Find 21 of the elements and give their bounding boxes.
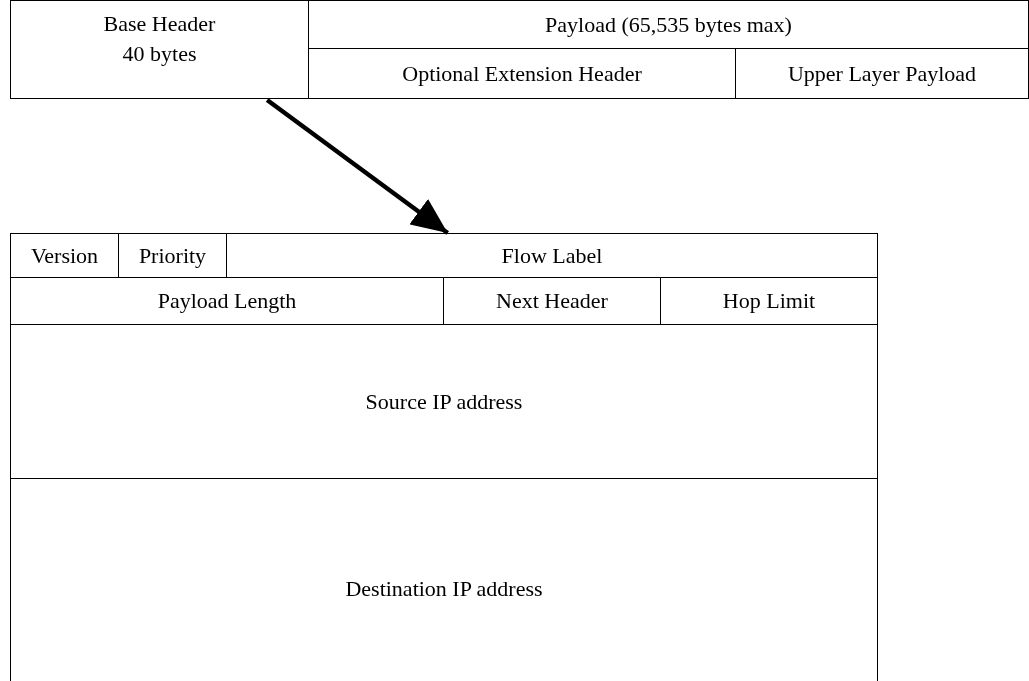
- header-field: [735, 48, 1029, 99]
- field-label: Version: [30, 241, 99, 270]
- field-label: Upper Layer Payload: [787, 59, 977, 88]
- field-label: Optional Extension Header: [402, 59, 642, 88]
- field-label: Payload (65,535 bytes max): [545, 10, 792, 39]
- field-label: Hop Limit: [722, 287, 816, 315]
- header-field: [10, 478, 878, 681]
- field-label: Priority: [138, 241, 207, 270]
- field-label: Base Header: [103, 10, 216, 38]
- field-label: Destination IP address: [345, 574, 543, 603]
- header-field: [10, 0, 309, 99]
- field-label: Flow Label: [501, 241, 603, 270]
- header-field: [10, 324, 878, 479]
- header-field: [308, 0, 1029, 49]
- header-field: [226, 233, 878, 278]
- field-label: 40 bytes: [122, 40, 197, 68]
- field-label: Next Header: [496, 287, 608, 315]
- arrow: [265, 98, 449, 235]
- header-field: [10, 233, 119, 278]
- field-label: Payload Length: [157, 287, 297, 315]
- field-label: Source IP address: [365, 387, 523, 416]
